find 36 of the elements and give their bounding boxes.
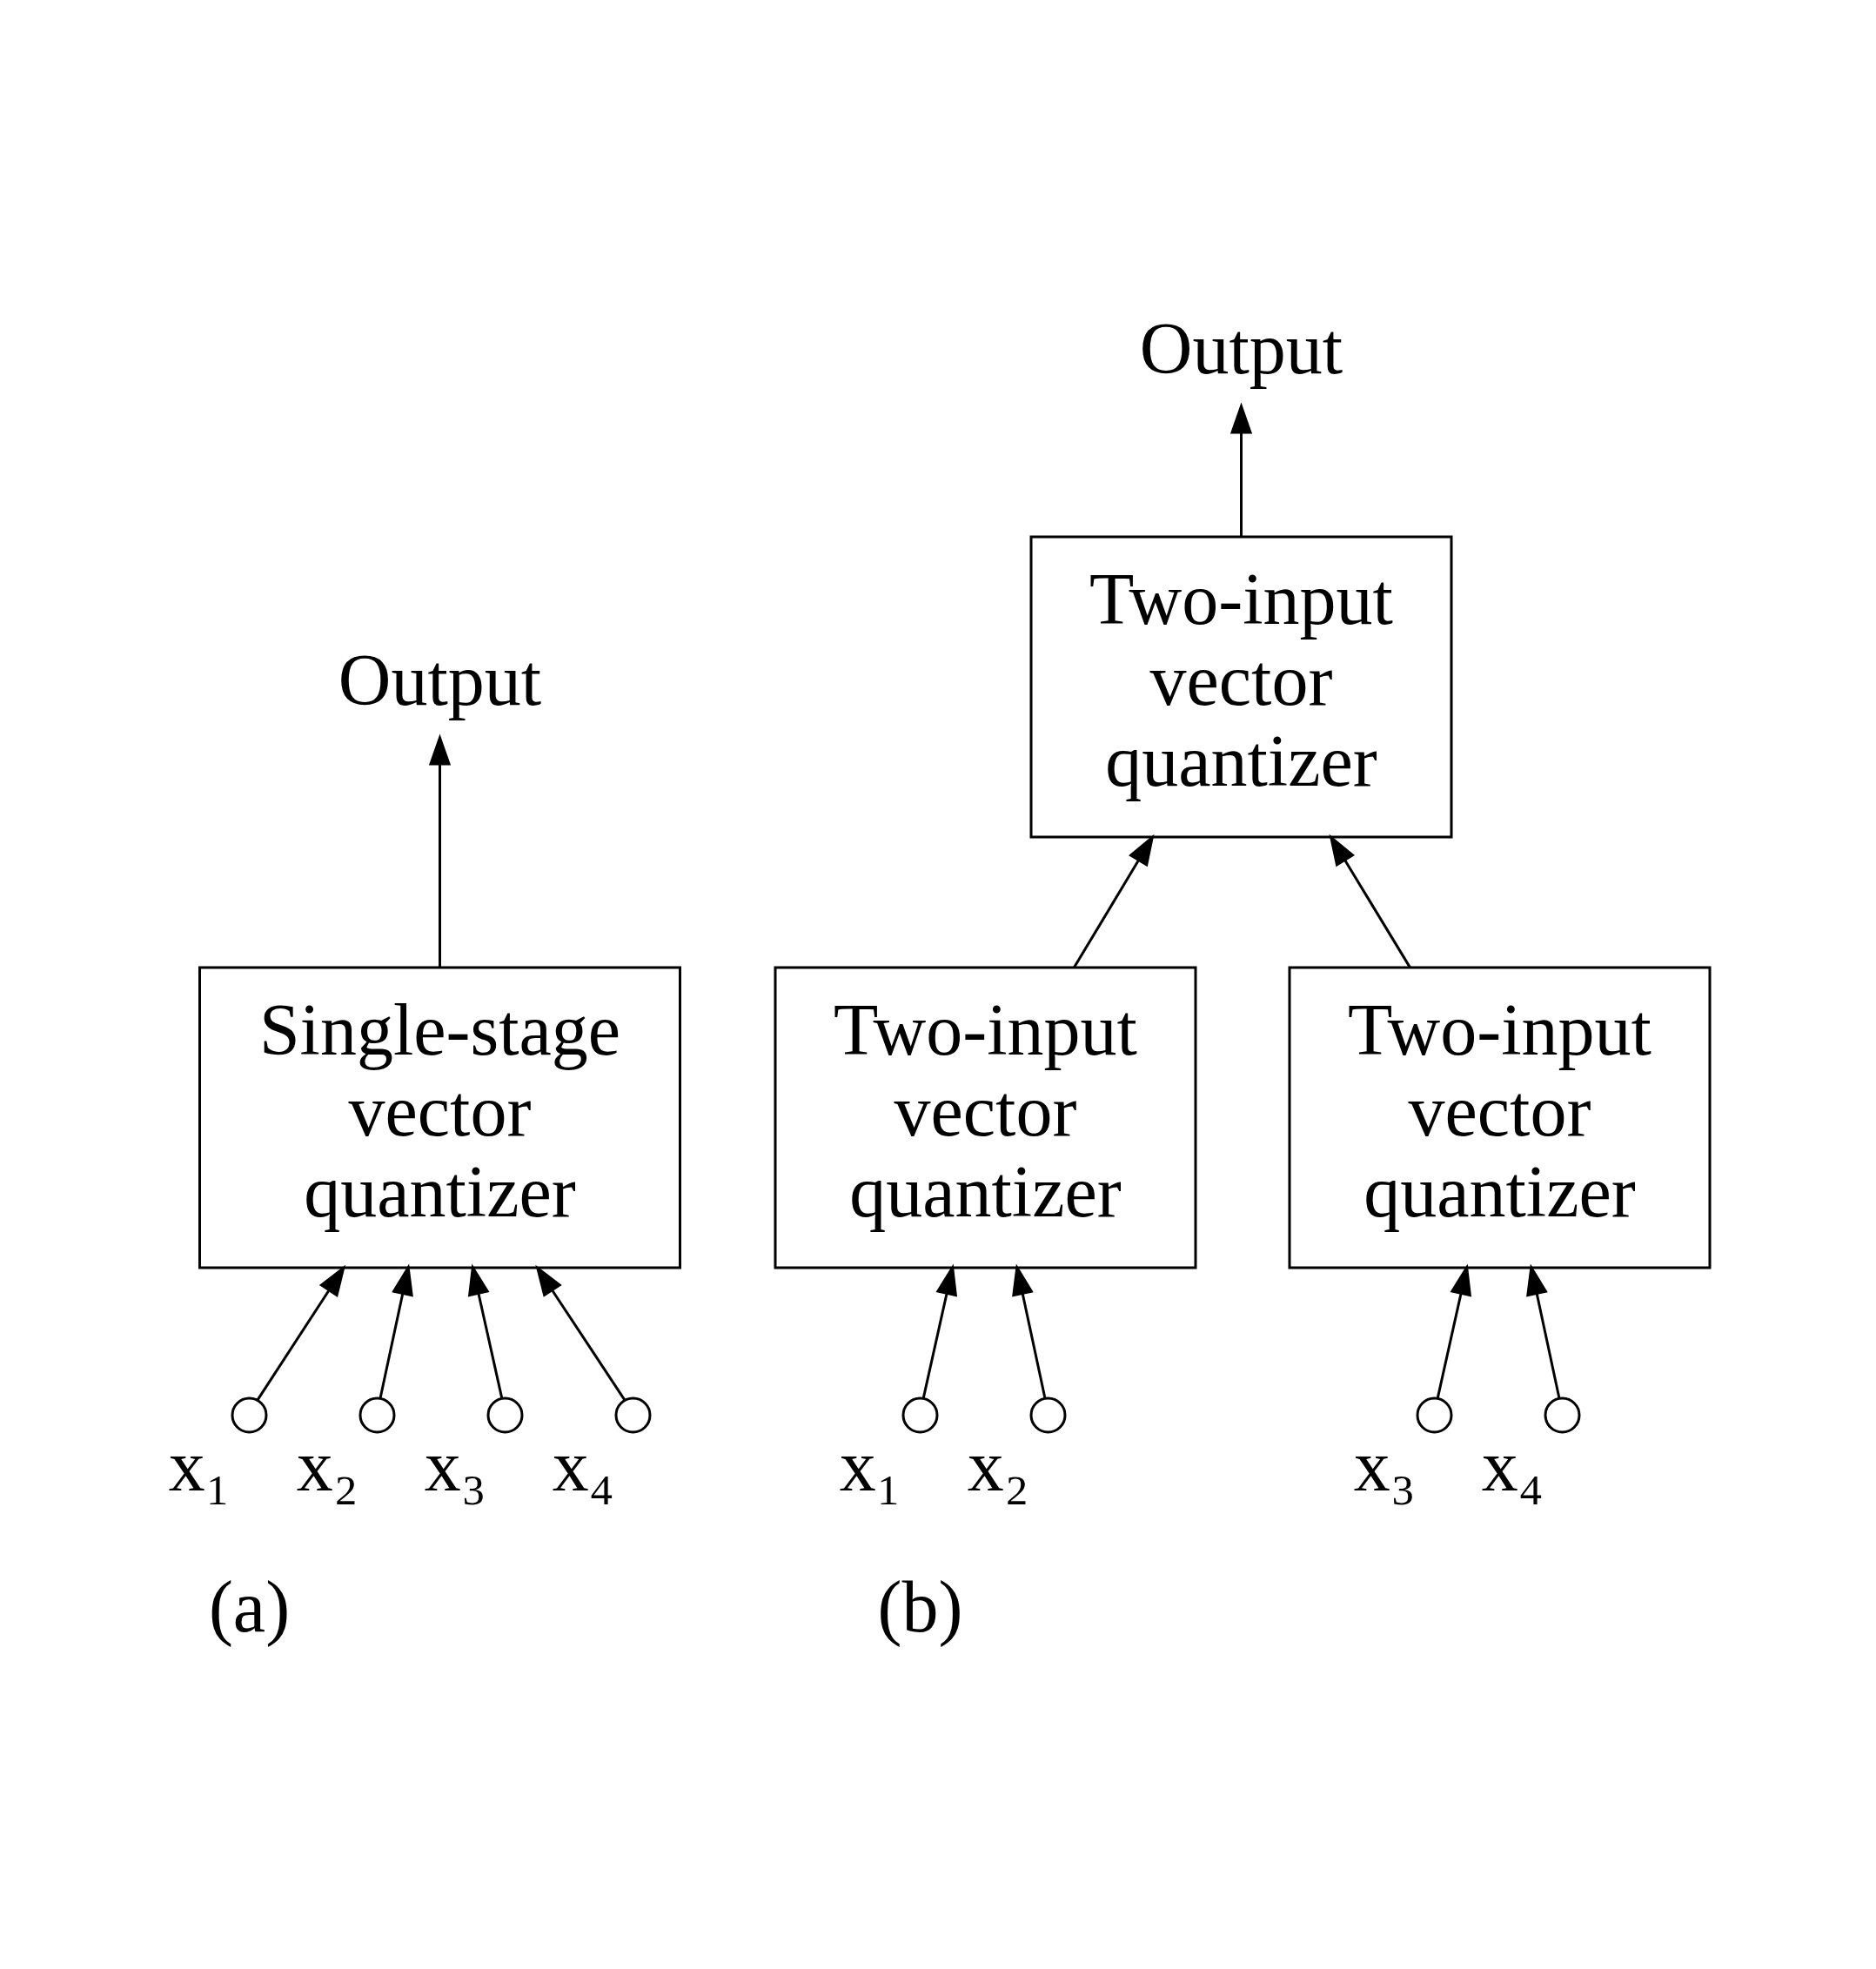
node-box: Two-input vector quantizer [774,966,1196,1269]
arrow [1525,1263,1560,1399]
label: (a) [208,1566,290,1648]
node-box: Two-input vector quantizer [1288,966,1711,1269]
node-label: x₄ [552,1425,614,1507]
node-circle [1416,1396,1452,1434]
arrow [256,1264,345,1401]
arrow [1011,1263,1046,1399]
arrow [1229,402,1252,537]
arrow [1436,1263,1471,1399]
node-label: x₃ [424,1425,486,1507]
arrow [379,1263,413,1399]
node-label: x₄ [1481,1425,1544,1507]
node-circle [358,1396,395,1434]
node-circle [614,1396,651,1434]
arrow [921,1263,957,1399]
node-circle [1544,1396,1580,1434]
arrow [1329,834,1411,968]
arrow [1072,834,1154,968]
node-label: x₂ [296,1425,358,1507]
node-circle [486,1396,523,1434]
node-box: Two-input vector quantizer [1029,535,1452,839]
node-text: Output [1139,308,1343,390]
arrow [534,1264,626,1401]
node-label: x₂ [967,1425,1029,1507]
label: (b) [877,1566,962,1648]
node-circle [1029,1396,1066,1434]
node-text: Output [338,640,541,721]
node-label: x₁ [839,1425,901,1507]
node-label: x₃ [1353,1425,1416,1507]
node-circle [231,1396,267,1434]
arrow [467,1263,503,1399]
node-label: x₁ [168,1425,231,1507]
node-box: Single-stage vector quantizer [198,966,681,1269]
node-circle [901,1396,938,1434]
arrow [428,733,451,968]
